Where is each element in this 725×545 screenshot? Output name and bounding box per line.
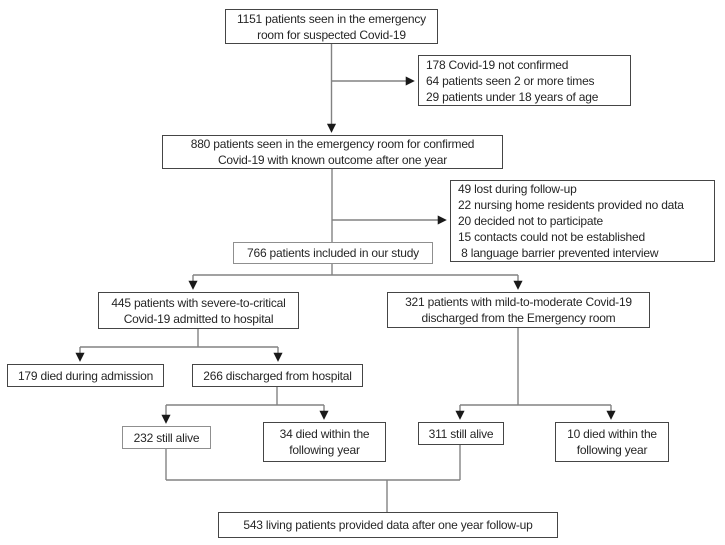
- node-text-line: 766 patients included in our study: [247, 246, 419, 260]
- node-text-line: 179 died during admission: [17, 368, 154, 383]
- node-text-line: 15 contacts could not be established: [458, 230, 645, 244]
- node-still-alive-311: 311 still alive: [418, 422, 504, 445]
- node-text-line: 8 language barrier prevented interview: [458, 246, 659, 260]
- node-text-line: 232 still alive: [133, 430, 200, 445]
- node-final-living-patients: 543 living patients provided data after …: [218, 512, 558, 538]
- node-text-line: 34 died within the: [279, 427, 370, 441]
- node-text-line: 880 patients seen in the emergency room …: [190, 137, 475, 151]
- node-text-line: 321 patients with mild-to-moderate Covid…: [405, 295, 632, 309]
- node-still-alive-232: 232 still alive: [122, 426, 211, 449]
- node-excluded-initial: 178 Covid-19 not confirmed 64 patients s…: [418, 55, 631, 106]
- node-text-line: Covid-19 with known outcome after one ye…: [217, 153, 448, 167]
- node-mild-discharged: 321 patients with mild-to-moderate Covid…: [387, 292, 650, 328]
- node-suspected-patients: 1151 patients seen in the emergency room…: [225, 9, 438, 44]
- node-text-line: 10 died within the: [567, 427, 657, 441]
- node-text-line: 1151 patients seen in the emergency: [237, 11, 426, 26]
- node-text-line: 311 still alive: [428, 426, 494, 441]
- node-text-line: 49 lost during follow-up: [458, 182, 577, 196]
- node-died-during-admission: 179 died during admission: [7, 364, 164, 387]
- node-died-following-year-10: 10 died within the following year: [555, 422, 669, 462]
- node-text-line: room for suspected Covid-19: [257, 27, 406, 42]
- node-confirmed-patients: 880 patients seen in the emergency room …: [162, 135, 503, 169]
- node-text-line: following year: [289, 443, 360, 457]
- node-text-line: 178 Covid-19 not confirmed: [426, 57, 569, 72]
- node-died-following-year-34: 34 died within the following year: [263, 422, 386, 462]
- node-text-line: 20 decided not to participate: [458, 214, 603, 228]
- node-text-line: 543 living patients provided data after …: [243, 518, 533, 532]
- node-text-line: 29 patients under 18 years of age: [426, 89, 599, 104]
- node-text-line: 266 discharged from hospital: [203, 368, 352, 383]
- node-excluded-followup: 49 lost during follow-up 22 nursing home…: [450, 180, 715, 262]
- node-severe-admitted: 445 patients with severe-to-critical Cov…: [98, 292, 299, 329]
- node-included-patients: 766 patients included in our study: [233, 242, 433, 264]
- node-text-line: Covid-19 admitted to hospital: [123, 311, 274, 326]
- node-text-line: 64 patients seen 2 or more times: [426, 73, 595, 88]
- node-text-line: 445 patients with severe-to-critical: [111, 295, 286, 310]
- node-discharged-from-hospital: 266 discharged from hospital: [192, 364, 363, 387]
- node-text-line: 22 nursing home residents provided no da…: [458, 198, 684, 212]
- node-text-line: discharged from the Emergency room: [421, 311, 616, 325]
- node-text-line: following year: [576, 443, 648, 457]
